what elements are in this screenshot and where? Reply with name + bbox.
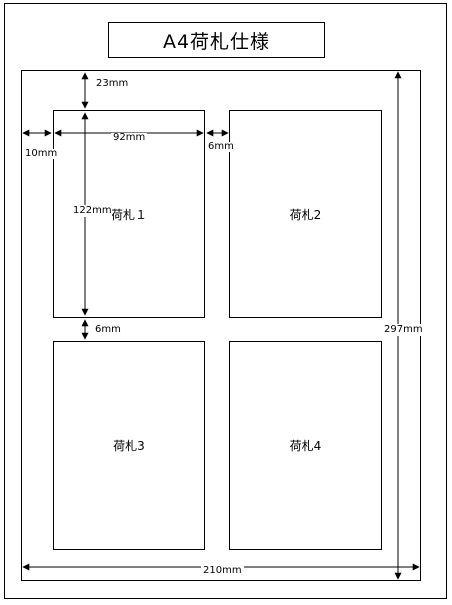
label-1-text: 荷札１: [110, 207, 147, 222]
page-title: A4荷札仕様: [108, 22, 325, 58]
label-4: 荷札4: [229, 341, 382, 550]
label-2: 荷札2: [229, 110, 382, 318]
dim-sheet-width: 210mm: [201, 565, 244, 576]
label-4-text: 荷札4: [289, 439, 322, 453]
label-3-text: 荷札3: [113, 439, 145, 453]
label-3: 荷札3: [53, 341, 205, 550]
outer-frame: [4, 3, 447, 599]
dim-sheet-height: 297mm: [384, 324, 423, 336]
label-2-text: 荷札2: [289, 207, 322, 222]
dim-horizontal-gap: 6mm: [208, 141, 234, 152]
dim-label-height: 122mm: [73, 205, 112, 217]
dim-label-width: 92mm: [111, 132, 148, 143]
dim-side-margin: 10mm: [25, 148, 58, 159]
dim-top-margin: 23mm: [96, 78, 129, 89]
dim-vertical-gap: 6mm: [95, 324, 121, 335]
